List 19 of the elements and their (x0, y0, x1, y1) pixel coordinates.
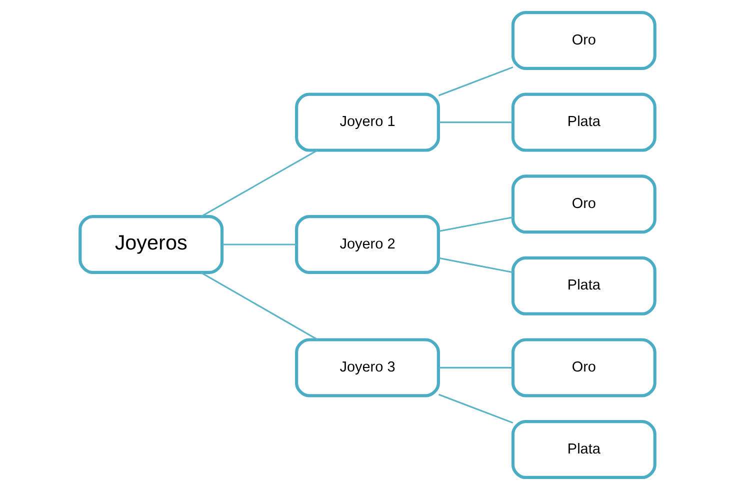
node-box: Plata (510, 256, 656, 316)
node-box: Joyeros (78, 214, 224, 274)
connector (438, 394, 513, 424)
connector (200, 150, 318, 218)
connector (438, 216, 513, 232)
node-box: Plata (510, 92, 656, 152)
node-box: Plata (510, 420, 656, 480)
connector (438, 66, 513, 96)
node-box: Oro (510, 174, 656, 234)
connector (222, 244, 296, 246)
connector (438, 257, 513, 274)
node-box: Joyero 2 (294, 214, 440, 274)
node-box: Oro (510, 10, 656, 70)
connector (438, 366, 512, 368)
node-box: Joyero 1 (294, 92, 440, 152)
connector (200, 272, 318, 340)
node-box: Oro (510, 338, 656, 398)
node-box: Joyero 3 (294, 338, 440, 398)
connector (438, 122, 512, 124)
